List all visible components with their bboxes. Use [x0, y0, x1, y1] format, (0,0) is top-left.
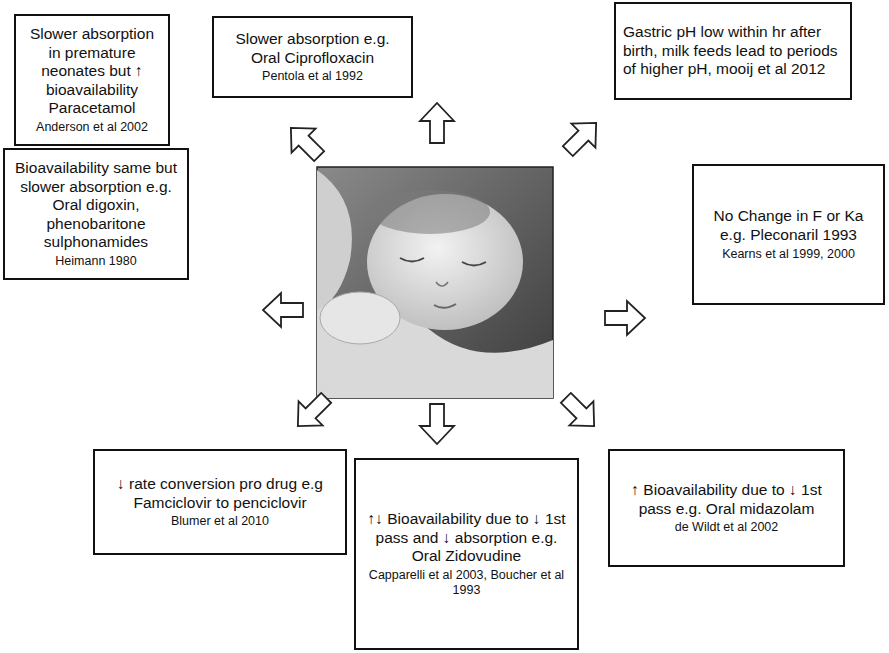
text-box: Bioavailability same but slower absorpti…	[3, 148, 189, 280]
block-arrow	[556, 111, 608, 163]
citation-text: Capparelli et al 2003, Boucher et al 199…	[363, 568, 570, 598]
box-text: Slower absorption e.g. Oral Ciprofloxaci…	[221, 30, 404, 67]
box-text: ↑ Bioavailability due to ↓ 1st pass e.g.…	[617, 481, 836, 518]
hair	[370, 190, 490, 234]
text-box: ↑↓ Bioavailability due to ↓ 1st pass and…	[354, 458, 579, 650]
citation-text: Heimann 1980	[12, 254, 180, 269]
citation-text: de Wildt et al 2002	[617, 520, 836, 535]
photo-frame	[317, 167, 553, 398]
block-arrows	[263, 103, 645, 444]
nose	[436, 282, 448, 286]
block-arrow	[286, 386, 338, 438]
baby-photo	[317, 167, 553, 398]
mouth	[434, 304, 456, 308]
block-arrow	[605, 301, 645, 335]
text-box: No Change in F or Ka e.g. Pleconaril 199…	[692, 164, 885, 305]
citation-text: Pentola et al 1992	[221, 69, 404, 84]
blanket-top	[317, 170, 352, 310]
text-box: Slower absorption in premature neonates …	[14, 14, 170, 146]
text-box: ↓ rate conversion pro drug e.g Famciclov…	[93, 449, 347, 555]
citation-text: Anderson et al 2002	[23, 120, 161, 135]
block-arrow	[554, 386, 606, 438]
box-text: Gastric pH low within hr after birth, mi…	[623, 23, 843, 79]
text-box: Gastric pH low within hr after birth, mi…	[614, 2, 852, 100]
block-arrow	[420, 103, 454, 143]
citation-text: Blumer et al 2010	[102, 514, 338, 529]
closed-eye	[462, 262, 486, 266]
closed-eye	[400, 258, 424, 262]
citation-text: Kearns et al 1999, 2000	[701, 247, 876, 262]
block-arrow	[263, 293, 303, 327]
block-arrow	[279, 116, 331, 168]
baby-hand	[320, 292, 400, 344]
box-text: Bioavailability same but slower absorpti…	[12, 159, 180, 252]
box-text: ↑↓ Bioavailability due to ↓ 1st pass and…	[363, 510, 570, 566]
text-box: Slower absorption e.g. Oral Ciprofloxaci…	[212, 16, 413, 98]
box-text: ↓ rate conversion pro drug e.g Famciclov…	[102, 475, 338, 512]
text-box: ↑ Bioavailability due to ↓ 1st pass e.g.…	[608, 449, 845, 567]
block-arrow	[420, 404, 454, 444]
box-text: No Change in F or Ka e.g. Pleconaril 199…	[701, 207, 876, 244]
box-text: Slower absorption in premature neonates …	[23, 25, 161, 118]
